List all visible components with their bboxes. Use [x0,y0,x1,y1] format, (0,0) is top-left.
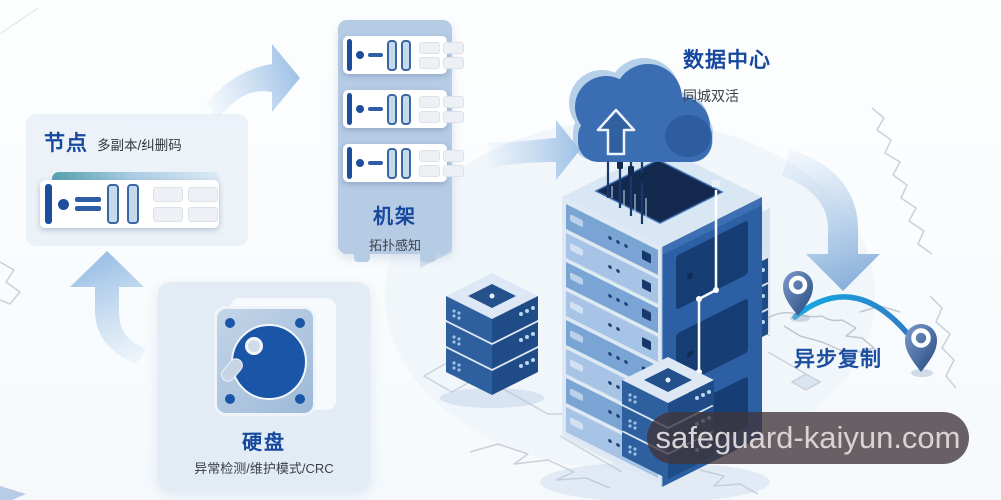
watermark-badge: safeguard-kaiyun.com [647,412,969,464]
datacenter-subtitle: 同城双活 [683,88,739,104]
cloud-upload-icon [569,58,713,162]
watermark-text: safeguard-kaiyun.com [655,420,961,455]
upload-arrow-icon [596,108,636,156]
node-label: 节点 多副本/纠删码 [44,127,182,157]
datacenter-title: 数据中心 [683,49,771,72]
rack-foot [420,252,436,262]
hard-disk-icon [214,306,316,416]
pin-shadow [790,314,810,322]
server-unit-icon [343,90,464,128]
datacenter-label: 数据中心 同城双活 [683,44,771,106]
rack-title: 机架 [373,206,417,228]
rack-panel: 机架 拓扑感知 [338,20,464,262]
pin-shadow [911,369,933,377]
location-pin-icon [783,271,813,316]
map-fragment [0,486,26,500]
server-unit-icon [343,144,464,182]
flow-arrow-node-to-rack [206,44,300,118]
map-outline [0,7,957,495]
rack-subtitle: 拓扑感知 [368,238,421,253]
flow-arrow-rack-to-cloud [488,120,580,180]
disk-spindle [245,337,263,355]
disk-subtitle: 异常检测/维护模式/CRC [194,461,334,476]
node-title: 节点 [44,132,88,155]
flow-arrow-disk-to-node [70,251,146,364]
replication-arc [792,294,910,336]
server-unit-icon [343,36,464,74]
node-subtitle: 多副本/纠删码 [97,138,182,153]
server-unit-icon [40,180,219,228]
flow-arrow-datacenter-to-replica [782,150,880,291]
replication-title: 异步复制 [794,348,882,371]
disk-title: 硬盘 [242,432,286,454]
cabinet-shadow [440,388,544,408]
rack-foot [354,252,370,262]
server-cabinet-icon [446,273,538,395]
disk-panel: 硬盘 异常检测/维护模式/CRC [158,282,370,490]
location-pin-icon [905,324,937,372]
